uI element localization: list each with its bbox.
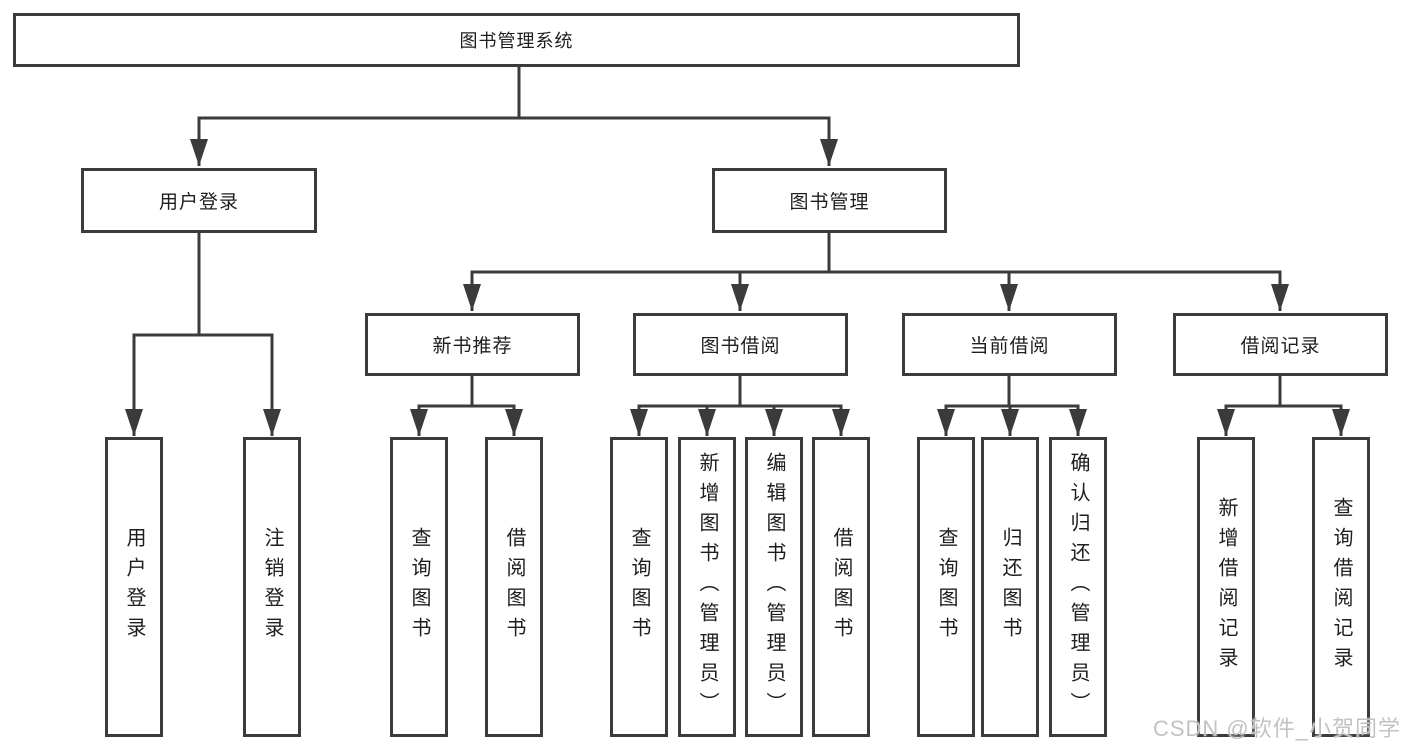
watermark: CSDN @软件_小贺同学 (1152, 716, 1401, 741)
leaf-add-borrow-record: 新增借阅记录 (1197, 437, 1255, 737)
leaf-query-books-3: 查询图书 (917, 437, 975, 737)
leaf-borrow-books-1: 借阅图书 (485, 437, 543, 737)
node-book-borrow: 图书借阅 (633, 313, 848, 376)
leaf-return-book: 归还图书 (981, 437, 1039, 737)
connector-new-book (417, 374, 516, 408)
connector-current-borrow (944, 374, 1080, 408)
connector-borrow-records (1224, 374, 1343, 408)
leaf-user-login: 用户登录 (105, 437, 163, 737)
node-new-book-recommend: 新书推荐 (365, 313, 580, 376)
node-borrow-records: 借阅记录 (1173, 313, 1388, 376)
leaf-query-books-1: 查询图书 (390, 437, 448, 737)
connector-book-borrow (637, 374, 843, 408)
leaf-confirm-return-admin: 确认归还（管理员） (1049, 437, 1107, 737)
leaf-edit-book-admin: 编辑图书（管理员） (745, 437, 803, 737)
connector-user-login (132, 231, 274, 337)
leaf-logout: 注销登录 (243, 437, 301, 737)
connector-root (197, 65, 831, 120)
leaf-borrow-books-2: 借阅图书 (812, 437, 870, 737)
node-root: 图书管理系统 (13, 13, 1020, 67)
node-user-login: 用户登录 (81, 168, 317, 233)
node-current-borrow: 当前借阅 (902, 313, 1117, 376)
leaf-query-books-2: 查询图书 (610, 437, 668, 737)
leaf-add-book-admin: 新增图书（管理员） (678, 437, 736, 737)
node-book-management: 图书管理 (712, 168, 947, 233)
connector-book-management (470, 231, 1282, 274)
leaf-query-borrow-record: 查询借阅记录 (1312, 437, 1370, 737)
